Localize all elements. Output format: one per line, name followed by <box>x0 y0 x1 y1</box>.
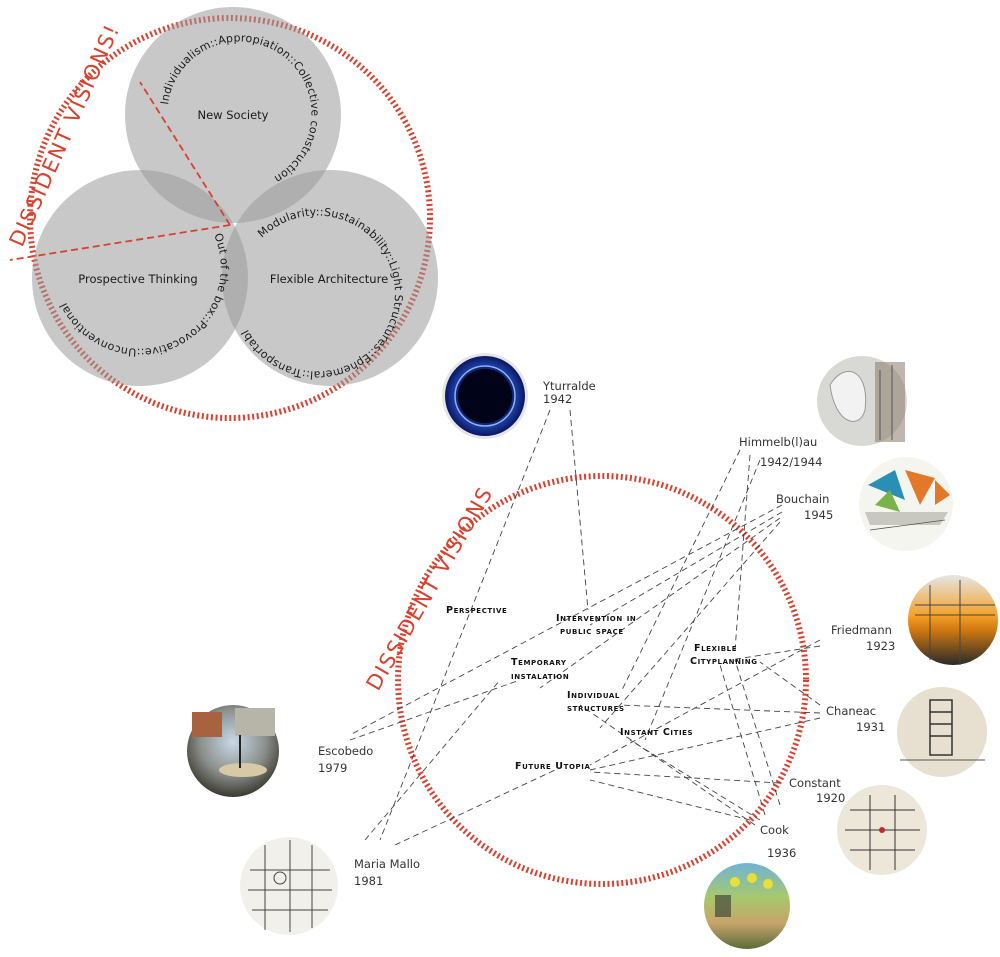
friedmann-image <box>908 575 998 665</box>
architect-chaneac-year: 1931 <box>856 720 885 734</box>
architect-escobedo-year: 1979 <box>318 761 347 775</box>
architect-labels: Yturralde 1942 Himmelb(l)au 1942/1944 Bo… <box>318 379 895 888</box>
connection-line <box>589 779 751 821</box>
connection-line <box>349 679 521 741</box>
connection-line <box>579 704 756 826</box>
architect-himmelblau-year: 1942/1944 <box>760 455 822 469</box>
architect-constant-year: 1920 <box>816 791 845 805</box>
maria-mallo-image <box>240 837 338 935</box>
himmelblau-image <box>817 356 907 446</box>
venn-circle-new-society <box>125 7 341 223</box>
divider-line-upper <box>139 81 231 226</box>
architect-bouchain-year: 1945 <box>804 508 833 522</box>
network-diagram: DISSIDENT VISIONS <box>187 353 998 949</box>
escobedo-image <box>187 705 279 797</box>
connection-line <box>734 659 781 806</box>
connection-line <box>589 511 783 626</box>
connection-line <box>589 717 821 771</box>
architect-yturralde-name: Yturralde <box>542 379 596 393</box>
venn-label-prospective-thinking: Prospective Thinking <box>78 272 197 286</box>
connection-line <box>621 449 741 691</box>
connection-line <box>394 769 556 846</box>
venn-boundary-ring <box>27 15 433 421</box>
concept-instant-cities: Instant Cities <box>620 727 693 738</box>
connection-line <box>569 409 589 611</box>
concept-future-utopia: Future Utopia <box>515 761 591 772</box>
connection-line <box>619 704 821 714</box>
connection-line <box>599 521 781 729</box>
connection-line <box>729 645 821 661</box>
title-dissident-network: DISSIDENT VISIONS <box>362 482 498 694</box>
concept-perspective: Perspective <box>446 605 507 616</box>
connection-lines <box>349 409 821 846</box>
venn-circle-prospective-thinking <box>32 170 248 386</box>
yturralde-image <box>442 353 528 439</box>
architect-cook-name: Cook <box>760 823 789 837</box>
architect-escobedo-name: Escobedo <box>318 744 373 758</box>
connection-line <box>734 454 751 651</box>
venn-diagram: DISSIDENT VISIONS! New Society Prospecti… <box>0 0 438 421</box>
venn-label-flexible-architecture: Flexible Architecture <box>270 272 388 286</box>
venn-label-new-society: New Society <box>198 108 269 122</box>
architect-constant-name: Constant <box>789 776 841 790</box>
architect-friedmann-name: Friedmann <box>831 623 892 637</box>
bouchain-image <box>859 457 953 551</box>
architect-maria-mallo-year: 1981 <box>354 874 383 888</box>
architect-yturralde-year: 1942 <box>543 392 572 406</box>
architect-cook-year: 1936 <box>767 846 796 860</box>
connection-line <box>364 679 501 841</box>
connection-line <box>629 739 761 821</box>
divider-line-left <box>9 224 231 261</box>
connection-line <box>349 504 783 736</box>
cook-image <box>704 863 790 949</box>
chaneac-image <box>897 687 987 777</box>
connection-line <box>539 517 781 689</box>
connection-line <box>719 664 766 816</box>
constant-image <box>837 785 927 875</box>
architect-bouchain-name: Bouchain <box>776 492 829 506</box>
venn-circle-flexible-architecture <box>222 170 438 386</box>
architect-chaneac-name: Chaneac <box>826 704 876 718</box>
architect-thumbnails <box>187 353 998 949</box>
connection-line <box>759 661 821 706</box>
connection-line <box>644 459 761 741</box>
architect-maria-mallo-name: Maria Mallo <box>354 857 420 871</box>
architect-himmelblau-name: Himmelb(l)au <box>739 435 817 449</box>
connection-line <box>379 409 551 841</box>
connection-line <box>589 639 821 766</box>
architect-friedmann-year: 1923 <box>866 639 895 653</box>
network-boundary-ring <box>395 473 809 887</box>
